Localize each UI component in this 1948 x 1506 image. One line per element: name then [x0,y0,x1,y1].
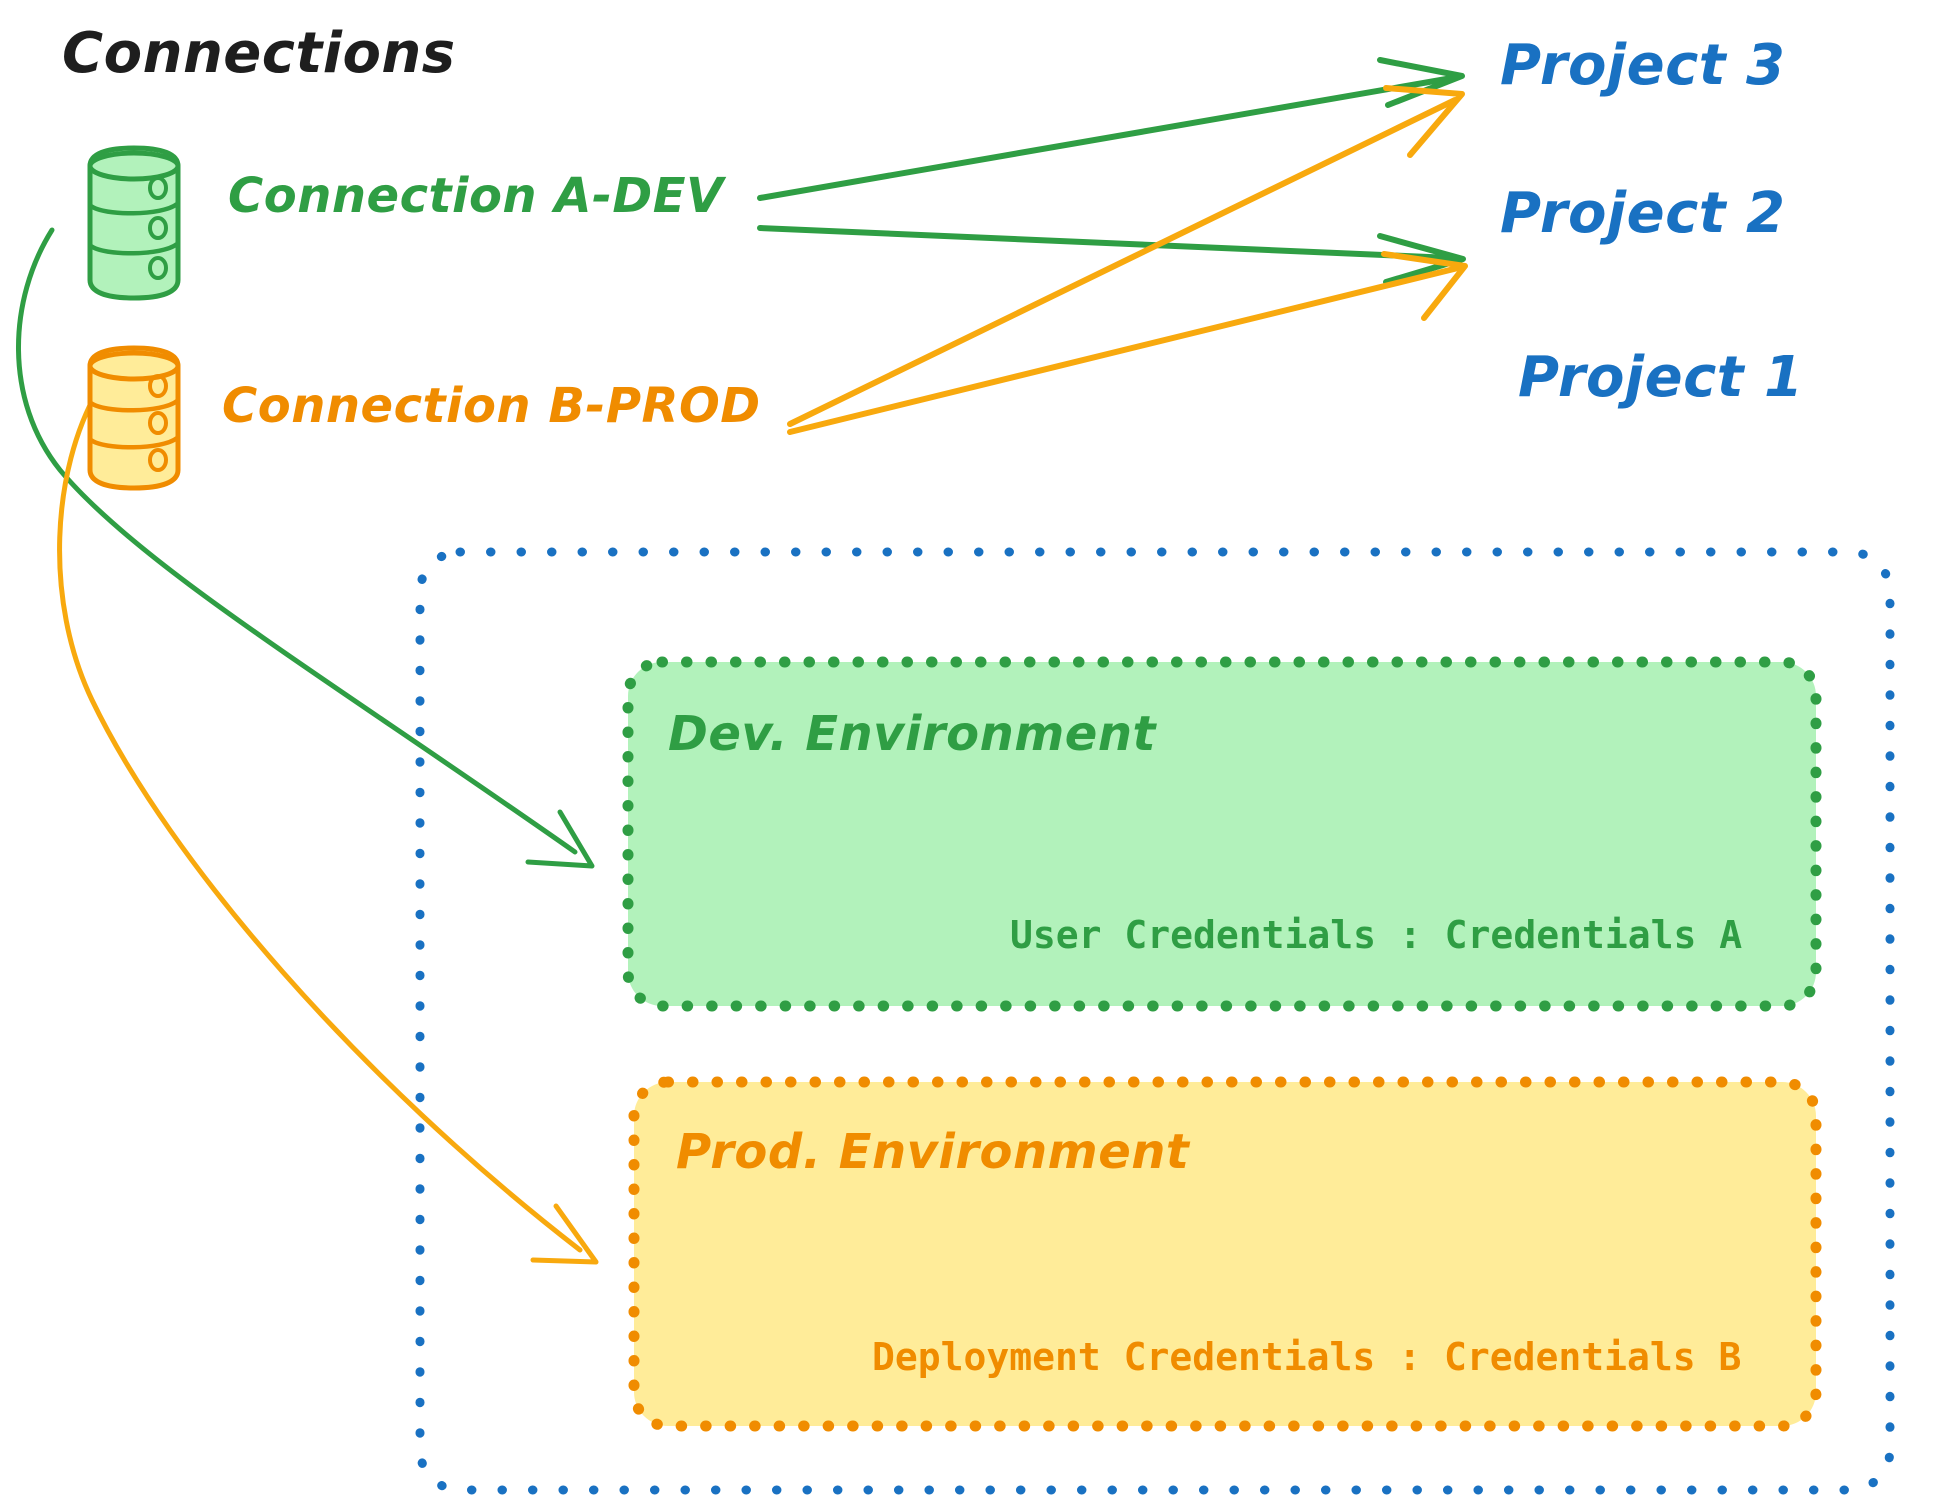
page-title: Connections [62,21,456,86]
dev-environment-credentials: User Credentials : Credentials A [1010,913,1742,957]
connection-label-a-dev: Connection A-DEV [228,168,727,224]
connection-label-b-prod: Connection B-PROD [222,378,761,434]
dev-environment-heading: Dev. Environment [668,706,1157,762]
prod-environment-box[interactable] [628,1076,1822,1432]
database-icon[interactable] [87,145,181,301]
project-2-label[interactable]: Project 2 [1500,181,1786,246]
prod-environment-heading: Prod. Environment [676,1124,1191,1180]
project-1-label[interactable]: Project 1 [1518,345,1804,410]
edge-a-dev-to-project-2 [757,225,1466,285]
prod-environment-credentials: Deployment Credentials : Credentials B [872,1335,1741,1379]
dev-environment-box[interactable] [622,656,1822,1012]
edge-b-prod-to-prod-env [57,387,599,1265]
edge-b-prod-to-project-3 [787,85,1465,427]
project-3-label[interactable]: Project 3 [1500,33,1786,98]
database-icon[interactable] [87,345,181,491]
edge-b-prod-to-project-2 [787,251,1468,435]
edge-a-dev-to-project-3 [757,57,1465,201]
edge-a-dev-to-dev-env [16,227,595,869]
